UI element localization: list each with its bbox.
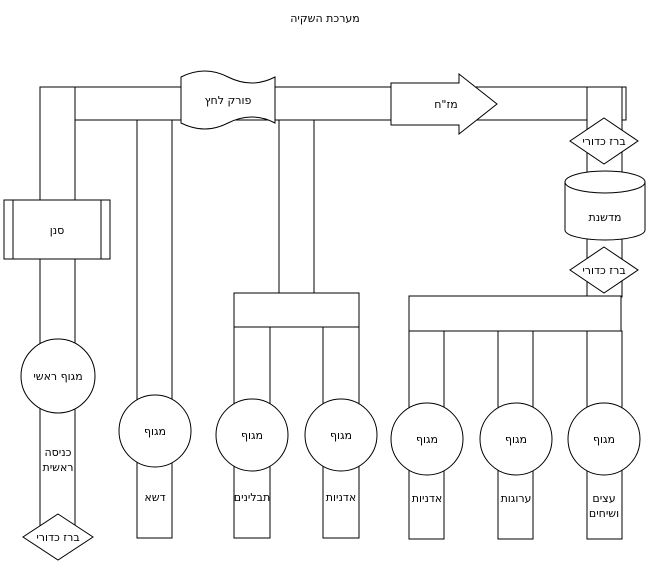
spices-valve-label: מגוף [241,429,263,442]
lawn-valve: מגוף [118,394,192,468]
flowerbeds-valve-2-label: מגוף [416,433,438,446]
fertilizer-tank: מדשנת [564,170,646,241]
spices-valve: מגוף [215,398,289,472]
ball-valve-1-label: ברז כדורי [582,135,625,148]
top-main-pipe [39,86,627,121]
trees-label-1: עצים [592,492,615,505]
flowerbeds-valve-1: מגוף [304,398,378,472]
middle-riser-pipe [278,119,315,295]
fertilizer-label: מדשנת [589,211,622,224]
ball-valve-1: ברז כדורי [569,117,639,165]
spices-label: תבלינים [234,491,270,504]
left-manifold [233,292,360,328]
beds-label: ערוגות [501,492,532,505]
pressure-regulator-label: פורק לחץ [205,94,252,107]
beds-valve: מגוף [479,402,553,476]
trees-valve-label: מגוף [593,433,615,446]
flowerbeds-label-2: אדניות [412,492,442,505]
backflow-preventer-arrow: מז"ח [390,72,498,136]
main-valve-label: מגוף ראשי [33,370,82,383]
main-entry-label-2: ראשית [42,461,73,474]
trees-label-2: ושיחים [589,507,619,520]
ball-valve-2-label: ברז כדורי [582,264,625,277]
ball-valve-2: ברז כדורי [569,246,639,294]
flowerbeds-valve-2: מגוף [390,402,464,476]
filter-label: סנן [50,224,65,237]
lawn-pipe [136,119,173,539]
flowerbeds-valve-1-label: מגוף [330,429,352,442]
backflow-preventer-label: מז"ח [434,98,458,111]
filter-component: סנן [3,199,111,260]
right-manifold [408,295,622,332]
ball-valve-bottom: ברז כדורי [22,513,94,561]
main-valve: מגוף ראשי [20,338,96,414]
lawn-valve-label: מגוף [144,425,166,438]
left-main-pipe [39,86,76,538]
beds-valve-label: מגוף [505,433,527,446]
main-entry-label-1: כניסה [44,446,71,459]
ball-valve-bottom-label: ברז כדורי [36,531,79,544]
lawn-label: דשא [144,491,165,504]
diagram-title: מערכת השקיה [290,12,360,25]
trees-valve: מגוף [567,402,641,476]
flowerbeds-label-1: אדניות [326,491,356,504]
pressure-regulator: פורק לחץ [180,70,276,130]
